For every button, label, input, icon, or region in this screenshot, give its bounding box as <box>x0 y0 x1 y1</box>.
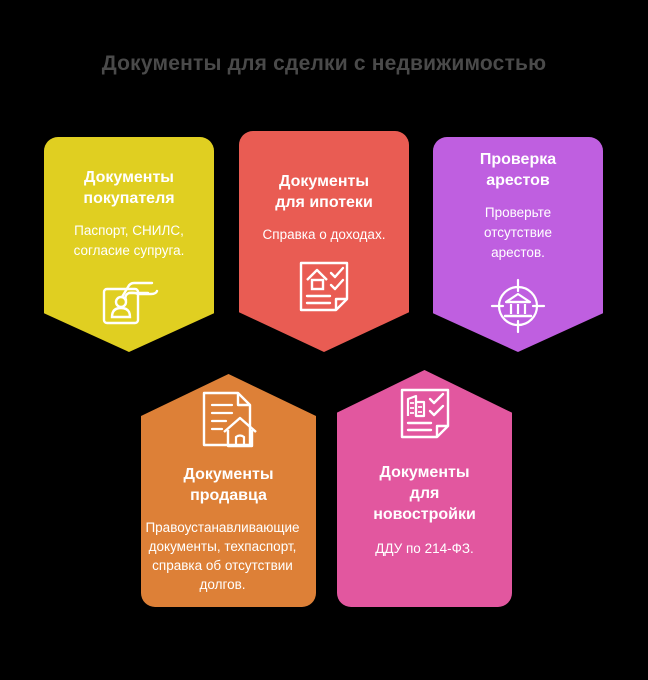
buildings-check-document-icon <box>397 386 453 442</box>
document-house-check-icon <box>296 259 352 315</box>
id-card-hand-icon <box>98 275 160 327</box>
card-buyer-heading: Документы покупателя <box>83 169 175 207</box>
card-mortgage-body: Справка о доходах. <box>262 227 386 242</box>
card-arrest-body: Проверьте отсутствие арестов. <box>484 205 552 260</box>
card-buyer-documents[interactable]: Документы покупателя Паспорт, СНИЛС, сог… <box>44 137 214 352</box>
card-buyer-body: Паспорт, СНИЛС, согласие супруга. <box>73 223 185 258</box>
card-mortgage-documents[interactable]: Документы для ипотеки Справка о доходах. <box>239 131 409 352</box>
courthouse-target-icon <box>489 277 547 335</box>
card-newbuild-heading: Документы для новостройки <box>373 464 476 523</box>
card-arrest-check[interactable]: Проверка арестов Проверьте отсутствие ар… <box>433 137 603 352</box>
card-newbuild-documents[interactable]: Документы для новостройки ДДУ по 214-ФЗ. <box>337 370 512 607</box>
card-mortgage-heading: Документы для ипотеки <box>275 173 373 211</box>
card-newbuild-body: ДДУ по 214-ФЗ. <box>375 541 474 556</box>
card-seller-heading: Документы продавца <box>183 466 274 504</box>
card-seller-documents[interactable]: Документы продавца Правоустанавливающие … <box>141 374 316 607</box>
card-arrest-heading: Проверка арестов <box>479 151 557 189</box>
page-title: Документы для сделки с недвижимостью <box>101 52 547 75</box>
document-house-lines-icon <box>198 390 260 448</box>
card-seller-body: Правоустанавливающие документы, техпаспо… <box>145 520 300 592</box>
